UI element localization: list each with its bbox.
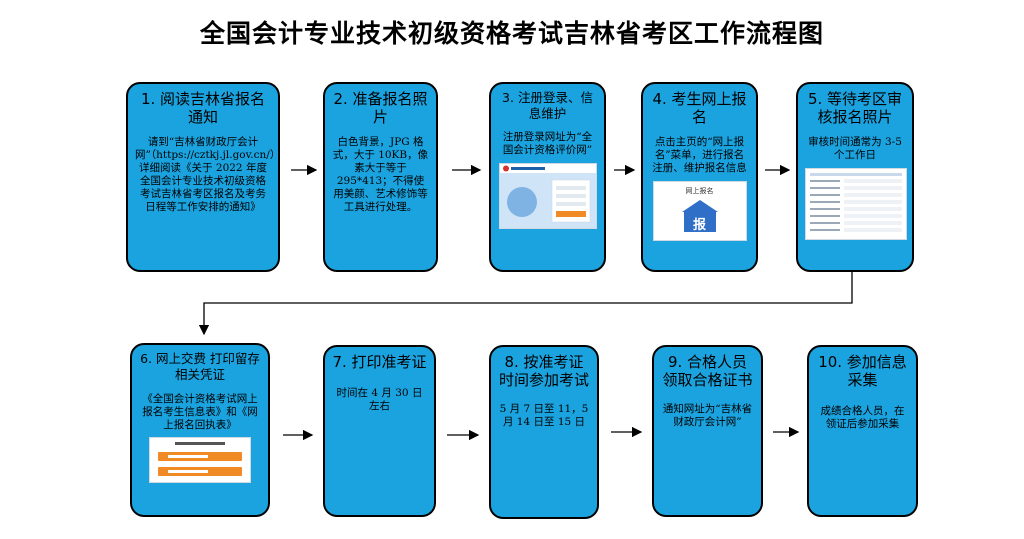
step-6-box: 6. 网上交费 打印留存相关凭证 《全国会计资格考试网上报名考生信息表》和《网上… xyxy=(130,343,270,517)
step-7-heading: 7. 打印准考证 xyxy=(332,353,427,371)
step-8-body: 5 月 7 日至 11，5 月 14 日至 15 日 xyxy=(499,403,589,428)
step-10-box: 10. 参加信息采集 成绩合格人员，在领证后参加采集 xyxy=(807,345,918,517)
step-4-heading: 4. 考生网上报名 xyxy=(652,90,747,126)
step-5-box: 5. 等待考区审核报名照片 审核时间通常为 3-5 个工作日 xyxy=(796,82,914,272)
step-7-body: 时间在 4 月 30 日左右 xyxy=(336,387,423,412)
step-6-body: 《全国会计资格考试网上报名考生信息表》和《网上报名回执表》 xyxy=(142,393,258,431)
step-3-body: 注册登录网址为“全国会计资格评价网” xyxy=(502,131,593,156)
step-4-box: 4. 考生网上报名 点击主页的“网上报名”菜单，进行报名注册、维护报名信息 网上… xyxy=(641,82,758,272)
step-2-box: 2. 准备报名照片 白色背景，JPG 格式，大于 10KB，像素大于等于 295… xyxy=(323,82,438,272)
step-8-heading: 8. 按准考证时间参加考试 xyxy=(498,353,589,389)
step-8-box: 8. 按准考证时间参加考试 5 月 7 日至 11，5 月 14 日至 15 日 xyxy=(489,345,599,519)
step-3-box: 3. 注册登录、信息维护 注册登录网址为“全国会计资格评价网” xyxy=(489,82,606,272)
step-5-heading: 5. 等待考区审核报名照片 xyxy=(807,90,903,126)
step-6-heading: 6. 网上交费 打印留存相关凭证 xyxy=(140,351,260,382)
website-screenshot-image xyxy=(499,164,596,228)
step-5-body: 审核时间通常为 3-5 个工作日 xyxy=(808,136,902,161)
step-1-heading: 1. 阅读吉林省报名通知 xyxy=(140,90,266,126)
step-1-box: 1. 阅读吉林省报名通知 请到“吉林省财政厅会计网”（https://cztkj… xyxy=(126,82,280,272)
register-button-glyph: 报 xyxy=(692,218,706,233)
step-10-heading: 10. 参加信息采集 xyxy=(818,353,907,389)
review-form-thumbnail xyxy=(805,168,907,240)
review-form-image xyxy=(806,169,906,239)
step-10-body: 成绩合格人员，在领证后参加采集 xyxy=(820,405,905,430)
arrow-5-to-6 xyxy=(198,272,853,336)
step-2-body: 白色背景，JPG 格式，大于 10KB，像素大于等于 295*413；不得使用美… xyxy=(332,136,429,213)
step-9-body: 通知网址为“吉林省财政厅会计网” xyxy=(662,403,753,428)
website-screenshot-thumbnail xyxy=(498,163,597,229)
thumb-label: 网上报名 xyxy=(685,187,714,195)
step-3-heading: 3. 注册登录、信息维护 xyxy=(502,90,593,121)
page-title: 全国会计专业技术初级资格考试吉林省考区工作流程图 xyxy=(199,19,824,48)
step-4-body: 点击主页的“网上报名”菜单，进行报名注册、维护报名信息 xyxy=(652,136,747,174)
online-registration-thumbnail: 网上报名 报 xyxy=(652,181,747,241)
step-9-heading: 9. 合格人员领取合格证书 xyxy=(662,353,753,389)
step-9-box: 9. 合格人员领取合格证书 通知网址为“吉林省财政厅会计网” xyxy=(652,345,763,517)
payment-receipt-thumbnail xyxy=(149,437,251,483)
step-1-body: 请到“吉林省财政厅会计网”（https://cztkj.jl.gov.cn/）详… xyxy=(135,136,280,213)
step-2-heading: 2. 准备报名照片 xyxy=(333,90,428,126)
registration-icon xyxy=(681,200,718,232)
payment-receipt-image xyxy=(150,438,250,482)
step-7-box: 7. 打印准考证 时间在 4 月 30 日左右 xyxy=(323,345,436,517)
